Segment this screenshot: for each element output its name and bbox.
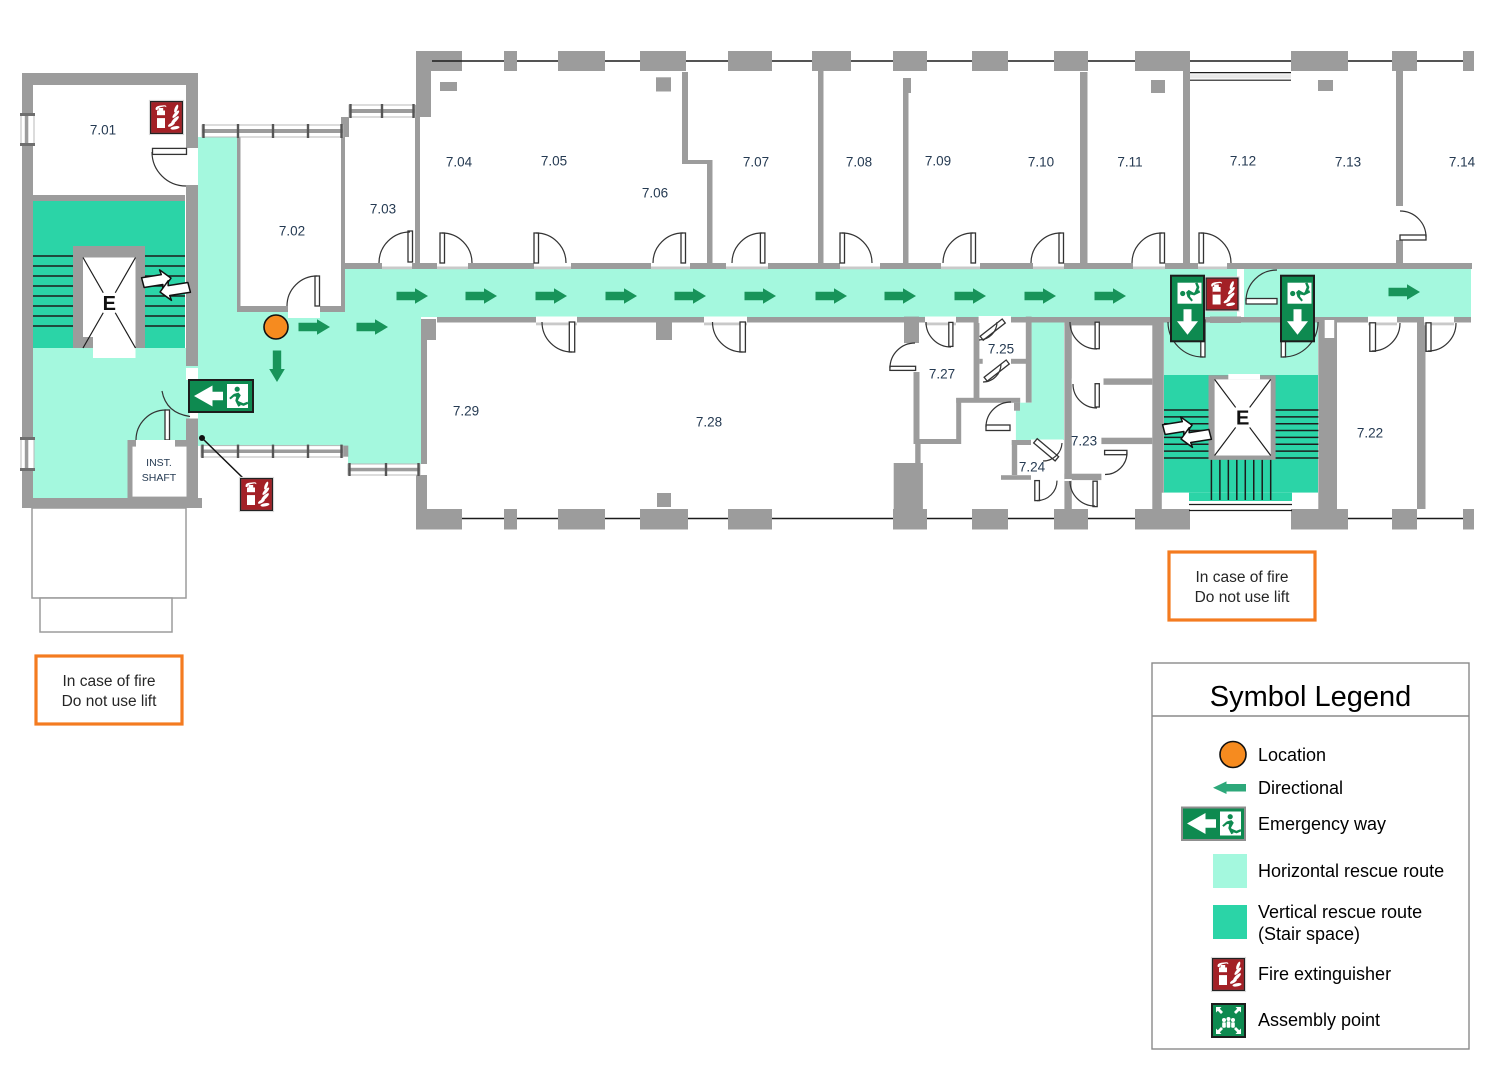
svg-text:7.04: 7.04	[446, 155, 473, 170]
svg-text:Assembly point: Assembly point	[1258, 1010, 1380, 1030]
svg-text:Location: Location	[1258, 745, 1326, 765]
svg-text:E: E	[1236, 407, 1249, 429]
svg-text:(Stair space): (Stair space)	[1258, 924, 1360, 944]
svg-text:INST.: INST.	[146, 457, 172, 469]
svg-text:7.08: 7.08	[846, 155, 872, 170]
svg-text:7.28: 7.28	[696, 415, 722, 430]
svg-text:7.22: 7.22	[1357, 426, 1383, 441]
svg-text:7.09: 7.09	[925, 154, 951, 169]
svg-text:7.23: 7.23	[1071, 434, 1097, 449]
svg-text:Vertical rescue route: Vertical rescue route	[1258, 902, 1422, 922]
svg-text:7.11: 7.11	[1117, 155, 1142, 170]
svg-text:Emergency way: Emergency way	[1258, 814, 1386, 834]
svg-text:Do not use lift: Do not use lift	[1195, 589, 1290, 606]
svg-text:7.27: 7.27	[929, 367, 955, 382]
svg-text:7.06: 7.06	[642, 186, 668, 201]
svg-text:Fire extinguisher: Fire extinguisher	[1258, 964, 1391, 984]
svg-text:Horizontal rescue route: Horizontal rescue route	[1258, 861, 1444, 881]
svg-text:7.29: 7.29	[453, 404, 479, 419]
svg-text:Symbol Legend: Symbol Legend	[1210, 681, 1412, 713]
svg-text:7.14: 7.14	[1449, 155, 1476, 170]
svg-text:7.25: 7.25	[988, 342, 1014, 357]
svg-text:7.24: 7.24	[1019, 460, 1046, 475]
svg-text:Directional: Directional	[1258, 778, 1343, 798]
svg-text:7.07: 7.07	[743, 155, 769, 170]
svg-text:In case of fire: In case of fire	[62, 673, 155, 690]
svg-text:7.02: 7.02	[279, 224, 305, 239]
svg-text:7.10: 7.10	[1028, 155, 1054, 170]
svg-text:7.12: 7.12	[1230, 154, 1256, 169]
svg-text:7.05: 7.05	[541, 154, 567, 169]
svg-text:7.13: 7.13	[1335, 155, 1361, 170]
svg-text:Do not use lift: Do not use lift	[62, 693, 157, 710]
svg-text:7.01: 7.01	[90, 123, 116, 138]
svg-text:7.03: 7.03	[370, 202, 396, 217]
svg-text:E: E	[103, 293, 116, 315]
svg-text:SHAFT: SHAFT	[142, 472, 177, 484]
svg-text:In case of fire: In case of fire	[1195, 569, 1288, 586]
